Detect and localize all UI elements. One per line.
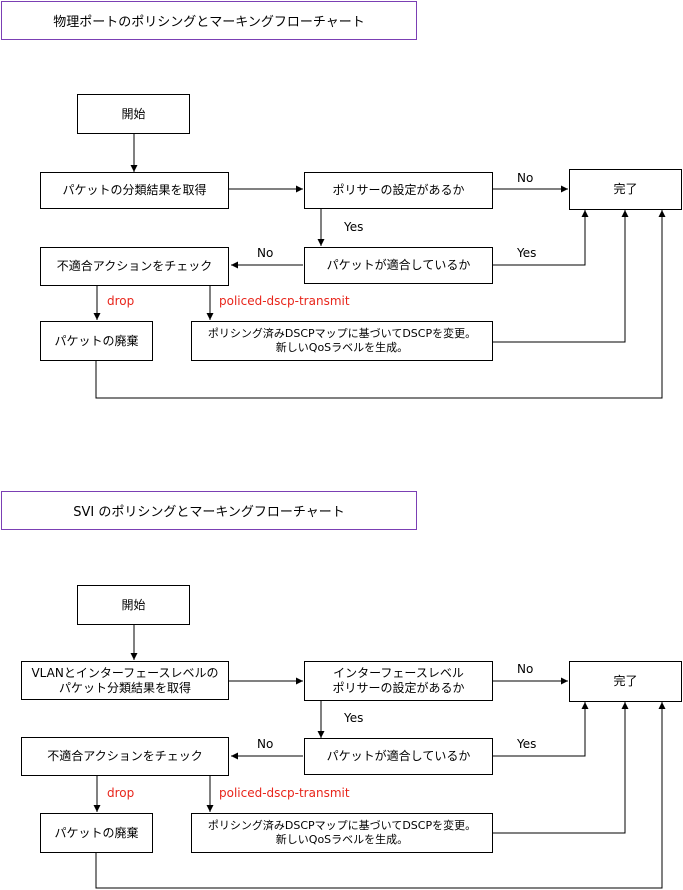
start-box: 開始 [77,94,190,134]
label-drop: drop [107,294,135,308]
label-policed-dscp-transmit: policed-dscp-transmit [219,294,350,308]
start-box-2: 開始 [77,585,190,625]
flowchart-2-title: SVI のポリシングとマーキングフローチャート [1,491,417,530]
label-yes-policer-2: Yes [344,711,364,725]
line-drop-to-done [95,210,666,399]
nonconform-action-box: 不適合アクションをチェック [40,247,229,286]
label-yes-conform-2: Yes [517,737,537,751]
label-no-policer: No [517,171,534,185]
line2-drop-to-done [95,702,666,889]
label-no-conform-2: No [257,737,274,751]
remark-dscp-box: ポリシング済みDSCPマップに基づいてDSCPを変更。 新しいQoSラベルを生成… [191,321,493,361]
label-drop-2: drop [107,786,135,800]
drop-packet-box: パケットの廃棄 [40,321,153,361]
policer-check-box: ポリサーの設定があるか [304,172,493,209]
label-no-policer-2: No [517,662,534,676]
get-classification-box: パケットの分類結果を取得 [40,172,229,209]
get-classification-box-2: VLANとインターフェースレベルの パケット分類結果を取得 [21,661,229,700]
drop-packet-box-2: パケットの廃棄 [40,813,153,853]
conform-check-box: パケットが適合しているか [304,247,493,284]
label-yes-policer: Yes [344,220,364,234]
conform-check-box-2: パケットが適合しているか [304,738,493,775]
flowchart-1-title: 物理ポートのポリシングとマーキングフローチャート [1,1,417,40]
line-remark-to-done [493,210,629,343]
done-box: 完了 [569,169,682,210]
label-policed-dscp-transmit-2: policed-dscp-transmit [219,786,350,800]
arrow2-conform-yes-to-done [493,702,589,757]
label-no-conform: No [257,246,274,260]
line2-remark-to-done [493,702,629,834]
arrow-conform-yes-to-done [493,210,589,266]
label-yes-conform: Yes [517,246,537,260]
remark-dscp-box-2: ポリシング済みDSCPマップに基づいてDSCPを変更。 新しいQoSラベルを生成… [191,813,493,853]
policer-check-box-2: インターフェースレベル ポリサーの設定があるか [304,661,493,701]
done-box-2: 完了 [569,661,682,702]
nonconform-action-box-2: 不適合アクションをチェック [21,737,229,776]
